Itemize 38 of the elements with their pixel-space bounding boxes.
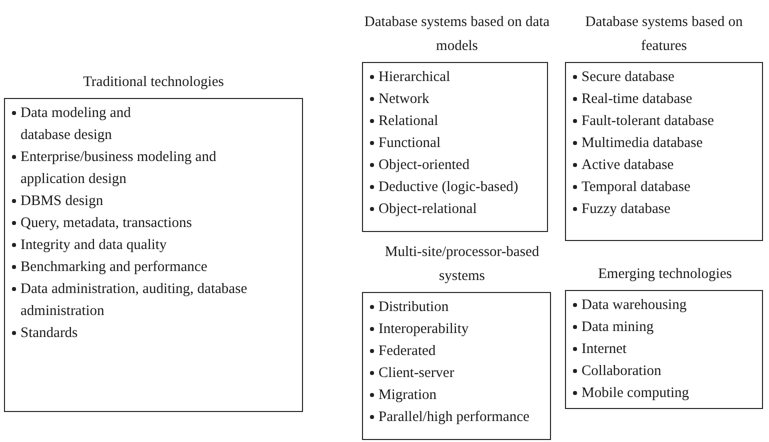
list-item: Enterprise/business modeling and application design	[20, 148, 218, 189]
list-item: Distribution	[378, 298, 449, 317]
group-heading: Emerging technologies	[597, 265, 733, 284]
group-heading: Traditional technologies	[82, 73, 225, 92]
group-heading: Database systems based on features	[584, 13, 744, 56]
list-item: Parallel/high performance	[378, 408, 530, 427]
list-item: Integrity and data quality	[20, 236, 167, 255]
list-item: Active database	[582, 156, 674, 175]
list-item: Temporal database	[582, 178, 690, 197]
group-heading: Multi-site/processor-based systems	[384, 243, 540, 286]
list-item: Client-server	[378, 364, 454, 383]
list-item: Relational	[378, 112, 438, 131]
list-item: Fuzzy database	[582, 200, 670, 219]
list-item: Network	[378, 90, 430, 109]
list-item: Data mining	[582, 318, 654, 337]
list-item: Migration	[378, 386, 436, 405]
group-heading: Database systems based on data models	[363, 13, 551, 56]
list-item: Secure database	[582, 68, 674, 87]
list-item: DBMS design	[20, 192, 104, 211]
list-item: Collaboration	[582, 362, 662, 381]
list-item: Query, metadata, transactions	[20, 214, 192, 233]
list-item: Mobile computing	[582, 384, 690, 403]
list-item: Real-time database	[582, 90, 692, 109]
list-item: Benchmarking and performance	[20, 258, 208, 277]
list-item: Object-relational	[378, 200, 477, 219]
list-item: Functional	[378, 134, 441, 153]
list-item: Internet	[582, 340, 627, 359]
list-item: Data modeling and database design	[20, 104, 132, 145]
list-item: Standards	[20, 324, 78, 343]
list-item: Hierarchical	[378, 68, 450, 87]
list-item: Object-oriented	[378, 156, 470, 175]
list-item: Interoperability	[378, 320, 469, 339]
list-item: Fault-tolerant database	[582, 112, 714, 131]
list-item: Data administration, auditing, database administration	[20, 280, 248, 321]
list-item: Federated	[378, 342, 436, 361]
list-item: Deductive (logic-based)	[378, 178, 518, 197]
list-item: Data warehousing	[582, 296, 687, 315]
list-item: Multimedia database	[582, 134, 703, 153]
